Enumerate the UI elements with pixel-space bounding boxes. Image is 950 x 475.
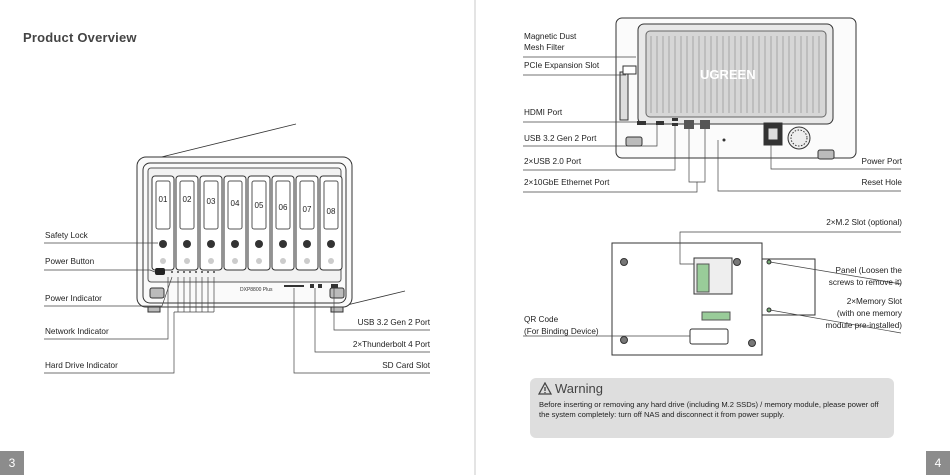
thunderbolt-port-icon [310, 284, 314, 288]
safety-lock-label: Safety Lock [45, 231, 88, 240]
pcie-label: PCIe Expansion Slot [524, 61, 600, 70]
reset-hole-label: Reset Hole [861, 178, 902, 187]
bay-number: 02 [183, 195, 192, 204]
bay-number: 05 [255, 201, 264, 210]
reset-hole-icon [722, 138, 726, 142]
page-title: Product Overview [23, 30, 137, 45]
panel-label-1: Panel (Loosen the [835, 266, 902, 275]
dust-filter-label-2: Mesh Filter [524, 43, 565, 52]
ethernet-port-icon [684, 120, 694, 129]
usb-gen2-label: USB 3.2 Gen 2 Port [357, 318, 430, 327]
usb-port-icon [656, 121, 664, 125]
memory-label-2: (with one memory [836, 309, 902, 318]
warning-title: Warning [538, 381, 603, 396]
drive-bays [151, 175, 343, 271]
bay-number: 07 [303, 205, 312, 214]
qr-label-2: (For Binding Device) [524, 327, 599, 336]
dust-mesh-pattern [650, 36, 820, 113]
thunderbolt-label: 2×Thunderbolt 4 Port [352, 340, 430, 349]
nas-front-diagram: 01 02 03 04 05 06 07 08 DXP8800 Plus [44, 123, 430, 374]
warning-box: Warning Before inserting or removing any… [530, 378, 894, 438]
nas-bottom-diagram [611, 242, 816, 356]
memory-label-3: module pre-installed) [825, 321, 902, 330]
brand-logo: UGREEN [700, 67, 756, 82]
page-number: 4 [926, 451, 950, 475]
power-port-label: Power Port [861, 157, 903, 166]
warning-triangle-icon [538, 382, 552, 395]
usb-gen2-rear-label: USB 3.2 Gen 2 Port [524, 134, 597, 143]
hdmi-label: HDMI Port [524, 108, 563, 117]
ethernet-label: 2×10GbE Ethernet Port [524, 178, 610, 187]
network-indicator-label: Network Indicator [45, 327, 109, 336]
qr-label-1: QR Code [524, 315, 559, 324]
usb2-label: 2×USB 2.0 Port [524, 157, 582, 166]
sd-card-slot-icon [284, 285, 304, 287]
sd-card-label: SD Card Slot [382, 361, 430, 370]
hard-drive-indicator-label: Hard Drive Indicator [45, 361, 118, 370]
bay-number: 01 [159, 195, 168, 204]
power-port-icon [763, 122, 811, 150]
power-indicator-label: Power Indicator [45, 294, 102, 303]
usb-port-icon [331, 284, 338, 288]
bay-number: 08 [327, 207, 336, 216]
power-button-label: Power Button [45, 257, 95, 266]
nas-rear-diagram: UGREEN [523, 17, 902, 356]
safety-lock-icons [159, 240, 335, 248]
memory-label-1: 2×Memory Slot [846, 297, 902, 306]
warning-body: Before inserting or removing any hard dr… [539, 400, 879, 419]
left-page: Product Overview [0, 0, 474, 475]
indicator-leds [171, 271, 215, 273]
callout-lines [523, 56, 901, 193]
panel-label-2: screws to remove it) [828, 278, 902, 287]
callout-lines [44, 242, 430, 374]
right-page: UGREEN [476, 0, 950, 475]
bay-number: 03 [207, 197, 216, 206]
usb-port-icon [672, 118, 678, 121]
ethernet-port-icon [700, 120, 710, 129]
dust-filter-label-1: Magnetic Dust [524, 32, 577, 41]
thunderbolt-port-icon [318, 284, 322, 288]
bay-number: 06 [279, 203, 288, 212]
usb-port-icon [672, 123, 678, 126]
rear-ports [637, 118, 726, 142]
page-number: 3 [0, 451, 24, 475]
bay-number: 04 [231, 199, 240, 208]
front-model-text: DXP8800 Plus [240, 287, 273, 293]
hdmi-port-icon [637, 121, 646, 125]
page-divider [474, 0, 476, 475]
power-button-icon [155, 268, 165, 275]
bay-labels: 01 02 03 04 05 06 07 08 [159, 195, 336, 216]
nas-rear-body [615, 17, 857, 160]
m2-slot-label: 2×M.2 Slot (optional) [826, 218, 902, 227]
callout-lines [523, 231, 902, 337]
warning-title-text: Warning [555, 381, 603, 396]
